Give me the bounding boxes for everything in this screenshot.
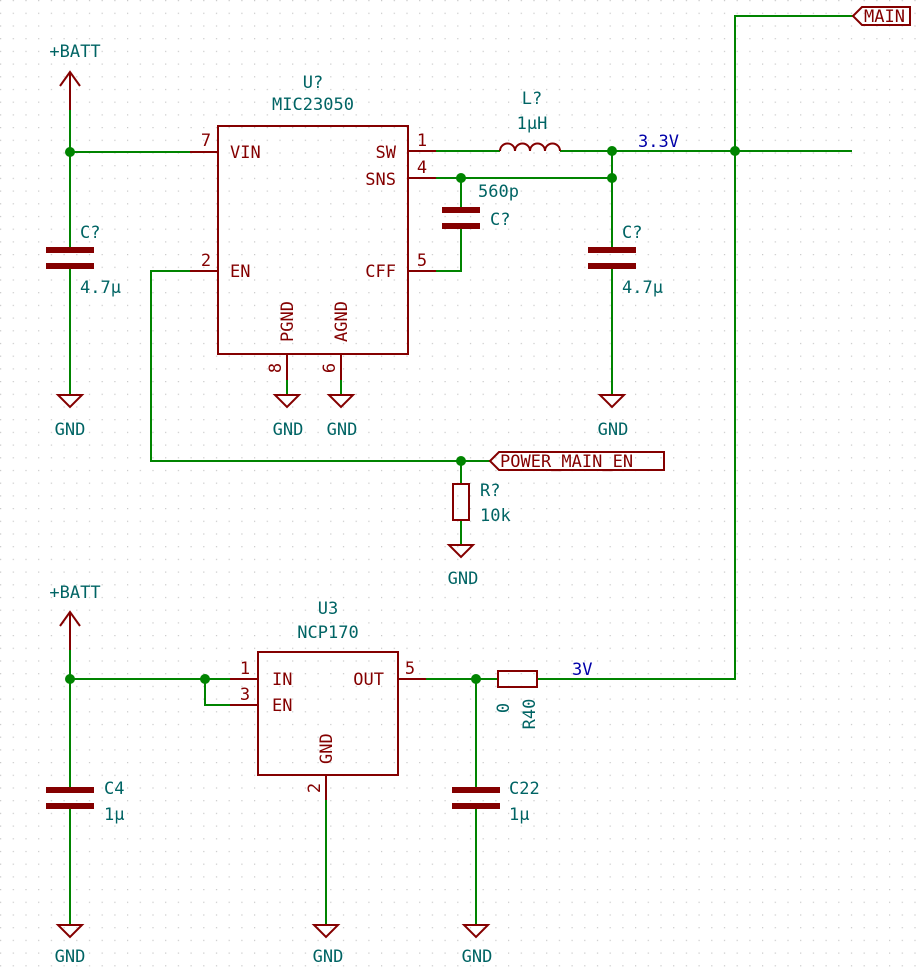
ldo-ref: U3 [318, 599, 338, 619]
gnd-symbol-cout: GND [597, 394, 629, 440]
buck-pin-en-name: EN [230, 262, 250, 282]
gnd-label: GND [55, 420, 86, 440]
gnd-label: GND [313, 947, 344, 967]
gnd-symbol-c22: GND [461, 924, 493, 967]
cin-buck-ref: C? [80, 223, 100, 243]
gnd-label: GND [273, 420, 304, 440]
buck-pin-agnd-num: 6 [320, 363, 340, 373]
batt-symbol-bottom: +BATT [49, 583, 101, 650]
buck-pin-vin-name: VIN [230, 143, 261, 163]
main-port-label[interactable]: MAIN [851, 6, 911, 27]
batt-symbol-top: +BATT [49, 42, 101, 110]
gnd-symbol-c4: GND [55, 924, 86, 967]
junctions [65, 146, 740, 684]
gnd-label: GND [327, 420, 358, 440]
power-main-en-port-label[interactable]: POWER_MAIN_EN [488, 451, 665, 472]
buck-pin-sns-num: 4 [417, 158, 427, 178]
r40-value: 0 [494, 703, 514, 713]
gnd-label: GND [55, 947, 86, 967]
c22-value: 1µ [509, 805, 529, 825]
ldo-pin-in-num: 1 [240, 659, 250, 679]
ldo-value: NCP170 [297, 623, 358, 643]
net-label-3v: 3V [572, 660, 592, 680]
ldo-pin-out-num: 5 [405, 659, 415, 679]
ldo-pin-out-name: OUT [353, 670, 384, 690]
cff-capacitor[interactable]: 560p C? [442, 182, 519, 230]
ldo-pin-gnd-name: GND [317, 733, 337, 764]
buck-pin-sns-name: SNS [365, 170, 396, 190]
r40-resistor[interactable]: 0 R40 [494, 670, 540, 730]
buck-pin-pgnd-name: PGND [278, 301, 298, 342]
buck-regulator[interactable]: U? MIC23050 7 VIN 2 EN 1 SW 4 SNS 5 CFF … [190, 73, 436, 380]
c4-capacitor[interactable]: C4 1µ [46, 779, 124, 825]
c4-value: 1µ [104, 805, 124, 825]
buck-pin-sw-num: 1 [417, 131, 427, 151]
buck-input-capacitor[interactable]: C? 4.7µ [46, 223, 121, 298]
gnd-symbol-pulldown: GND [446, 544, 479, 589]
buck-pin-en-num: 2 [201, 251, 211, 271]
cff-cap-ref: C? [490, 210, 510, 230]
power-main-en-text: POWER_MAIN_EN [500, 452, 633, 472]
pulldown-resistor[interactable]: R? 10k [452, 481, 511, 526]
pulldown-ref: R? [480, 481, 500, 501]
buck-value: MIC23050 [272, 95, 354, 115]
gnd-symbol-cin: GND [55, 394, 86, 440]
ldo-regulator[interactable]: U3 NCP170 1 IN 3 EN 5 OUT 2 GND [230, 599, 426, 800]
net-label-3v3: 3.3V [638, 132, 679, 152]
buck-pin-cff-name: CFF [365, 262, 396, 282]
cff-cap-value: 560p [478, 182, 519, 202]
ldo-pin-in-name: IN [272, 670, 292, 690]
ldo-pin-en-name: EN [272, 696, 292, 716]
buck-ref: U? [303, 73, 323, 93]
inductor-value: 1µH [517, 114, 548, 134]
c22-capacitor[interactable]: C22 1µ [452, 779, 540, 825]
buck-pin-cff-num: 5 [417, 251, 427, 271]
gnd-symbol-agnd: GND [326, 394, 358, 440]
ldo-pin-gnd-num: 2 [305, 783, 325, 793]
batt-label-top: +BATT [49, 42, 100, 62]
buck-pin-pgnd-num: 8 [266, 363, 286, 373]
batt-label-bottom: +BATT [49, 583, 100, 603]
r40-ref: R40 [520, 699, 540, 730]
gnd-label: GND [462, 947, 493, 967]
gnd-symbol-pgnd: GND [272, 394, 304, 440]
buck-pin-agnd-name: AGND [332, 301, 352, 342]
inductor-ref: L? [522, 89, 542, 109]
main-port-text: MAIN [864, 7, 905, 27]
buck-pin-sw-name: SW [376, 143, 397, 163]
pulldown-value: 10k [480, 506, 511, 526]
cout-buck-value: 4.7µ [622, 278, 663, 298]
cout-buck-ref: C? [622, 223, 642, 243]
c4-ref: C4 [104, 779, 124, 799]
c22-ref: C22 [509, 779, 540, 799]
buck-output-capacitor[interactable]: C? 4.7µ [588, 223, 663, 298]
inductor[interactable]: L? 1µH [499, 89, 561, 152]
cin-buck-value: 4.7µ [80, 278, 121, 298]
gnd-symbol-ldo: GND [311, 924, 344, 967]
ldo-pin-en-num: 3 [240, 685, 250, 705]
gnd-label: GND [448, 569, 479, 589]
gnd-label: GND [598, 420, 629, 440]
buck-pin-vin-num: 7 [201, 131, 211, 151]
